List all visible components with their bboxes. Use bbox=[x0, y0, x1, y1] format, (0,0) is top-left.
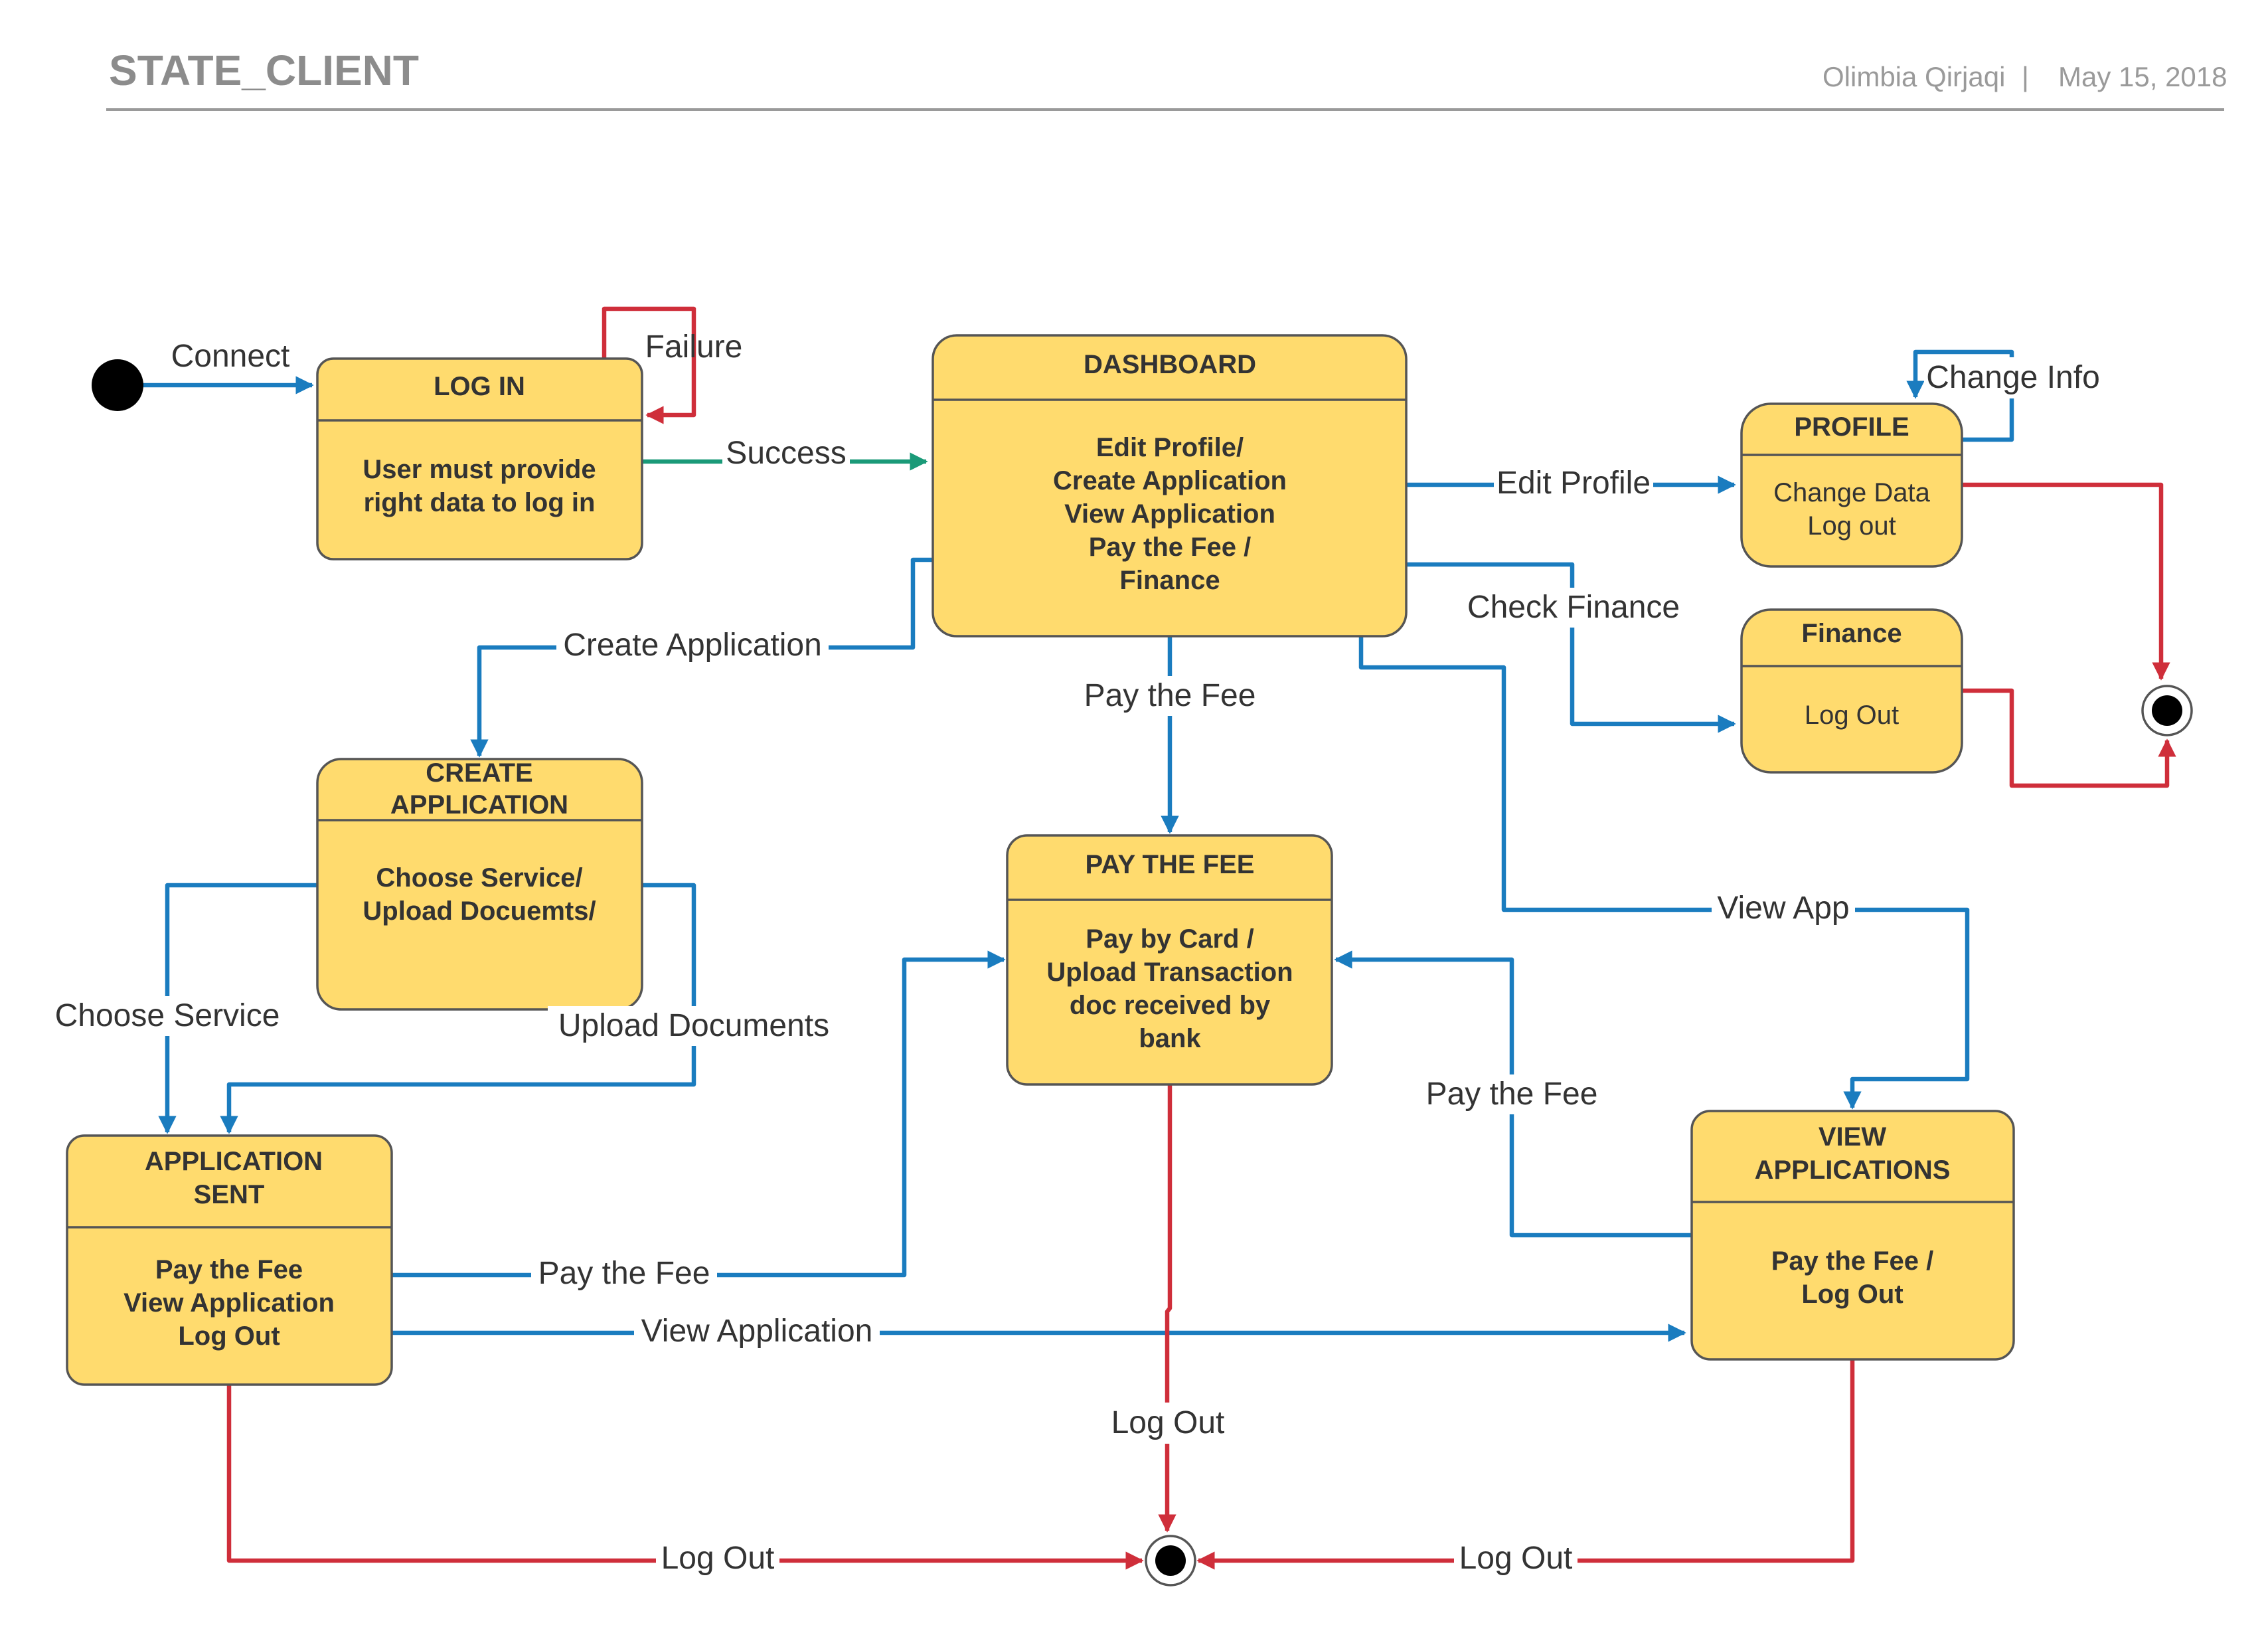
state-dashboard-body-line: View Application bbox=[1064, 499, 1275, 529]
transition-failure bbox=[602, 306, 696, 424]
transition-change-info bbox=[1906, 349, 2014, 442]
label-pay-the-fee-dashboard: Pay the Fee bbox=[1084, 678, 1256, 713]
state-profile-body-line: Log out bbox=[1807, 511, 1896, 541]
label-log-out-fee: Log Out bbox=[1111, 1405, 1225, 1440]
author-name: Olimbia Qirjaqi bbox=[1822, 61, 2005, 92]
transition-finance-end bbox=[1962, 688, 2176, 788]
state-pay-the-fee[interactable]: PAY THE FEE Pay by Card / Upload Transac… bbox=[1006, 834, 1333, 1086]
state-dashboard-body-line: Edit Profile/ bbox=[1096, 433, 1244, 462]
state-finance-body-line: Log Out bbox=[1805, 701, 1899, 730]
header-date: May 15, 2018 bbox=[2058, 61, 2228, 92]
state-dashboard-body-line: Create Application bbox=[1053, 466, 1287, 495]
label-create-application: Create Application bbox=[563, 628, 822, 663]
label-pay-the-fee-sent: Pay the Fee bbox=[538, 1256, 710, 1291]
state-view-applications-body-line: Pay the Fee / bbox=[1771, 1246, 1934, 1276]
state-application-sent-body-line: View Application bbox=[123, 1288, 335, 1318]
state-create-application-body-line: Choose Service/ bbox=[376, 863, 582, 893]
label-edit-profile: Edit Profile bbox=[1497, 466, 1651, 501]
state-dashboard-body-line: Pay the Fee / bbox=[1089, 533, 1252, 562]
state-dashboard-body-line: Finance bbox=[1119, 566, 1220, 595]
state-application-sent-body-line: Pay the Fee bbox=[155, 1255, 303, 1284]
state-finance-title: Finance bbox=[1801, 619, 1902, 648]
transition-upload-documents bbox=[220, 883, 696, 1134]
final-state-node-bottom bbox=[1145, 1535, 1196, 1586]
state-profile[interactable]: PROFILE Change Data Log out bbox=[1740, 402, 1963, 568]
state-login-body-line: User must provide bbox=[363, 455, 596, 484]
state-create-application[interactable]: CREATE APPLICATION Choose Service/ Uploa… bbox=[316, 758, 643, 1011]
label-log-out-view: Log Out bbox=[1459, 1541, 1573, 1576]
state-dashboard[interactable]: DASHBOARD Edit Profile/ Create Applicati… bbox=[932, 334, 1408, 638]
initial-state-node bbox=[92, 359, 143, 411]
final-state-node-right bbox=[2141, 685, 2193, 736]
label-pay-the-fee-view: Pay the Fee bbox=[1426, 1076, 1598, 1112]
state-application-sent[interactable]: APPLICATION SENT Pay the Fee View Applic… bbox=[66, 1134, 393, 1386]
label-check-finance: Check Finance bbox=[1467, 590, 1680, 625]
state-finance[interactable]: Finance Log Out bbox=[1740, 608, 1963, 774]
state-view-applications-title: VIEW bbox=[1819, 1122, 1886, 1152]
state-dashboard-title: DASHBOARD bbox=[1084, 350, 1256, 379]
state-pay-the-fee-body-line: doc received by bbox=[1070, 991, 1271, 1020]
transition-log-out-fee bbox=[1158, 1084, 1176, 1533]
state-application-sent-body-line: Log Out bbox=[178, 1322, 280, 1351]
state-application-sent-title: APPLICATION bbox=[145, 1147, 323, 1176]
label-log-out-sent: Log Out bbox=[661, 1541, 775, 1576]
transition-choose-service bbox=[158, 883, 317, 1134]
transition-create-application bbox=[470, 557, 933, 758]
label-view-application: View Application bbox=[641, 1314, 873, 1349]
label-failure: Failure bbox=[645, 329, 743, 365]
state-login-title: LOG IN bbox=[434, 372, 525, 401]
state-create-application-title: APPLICATION bbox=[390, 790, 568, 819]
state-create-application-title: CREATE bbox=[426, 758, 532, 788]
label-upload-documents: Upload Documents bbox=[558, 1008, 829, 1043]
page-title: STATE_CLIENT bbox=[109, 46, 419, 94]
state-pay-the-fee-body-line: bank bbox=[1139, 1024, 1201, 1053]
label-choose-service: Choose Service bbox=[55, 998, 280, 1033]
state-create-application-body-line: Upload Docuemts/ bbox=[363, 897, 596, 926]
state-view-applications-title: APPLICATIONS bbox=[1755, 1156, 1951, 1185]
state-pay-the-fee-body-line: Upload Transaction bbox=[1046, 958, 1293, 987]
state-profile-title: PROFILE bbox=[1794, 412, 1909, 442]
state-application-sent-title: SENT bbox=[194, 1180, 265, 1209]
state-pay-the-fee-body-line: Pay by Card / bbox=[1086, 924, 1254, 954]
state-login[interactable]: LOG IN User must provide right data to l… bbox=[316, 357, 643, 560]
label-view-app: View App bbox=[1717, 891, 1849, 926]
transition-log-out-sent bbox=[226, 1385, 1144, 1570]
transition-check-finance bbox=[1406, 562, 1736, 733]
label-connect: Connect bbox=[171, 339, 290, 374]
state-view-applications[interactable]: VIEW APPLICATIONS Pay the Fee / Log Out bbox=[1690, 1110, 2015, 1361]
state-profile-body-line: Change Data bbox=[1773, 478, 1930, 507]
label-change-info: Change Info bbox=[1926, 360, 2100, 395]
state-pay-the-fee-title: PAY THE FEE bbox=[1086, 850, 1255, 879]
transition-profile-end bbox=[1962, 482, 2170, 681]
transition-log-out-view bbox=[1196, 1359, 1855, 1570]
label-success: Success bbox=[726, 436, 846, 471]
state-view-applications-body-line: Log Out bbox=[1801, 1280, 1903, 1309]
state-login-body-line: right data to log in bbox=[364, 488, 596, 517]
header-separator: | bbox=[2022, 61, 2029, 92]
